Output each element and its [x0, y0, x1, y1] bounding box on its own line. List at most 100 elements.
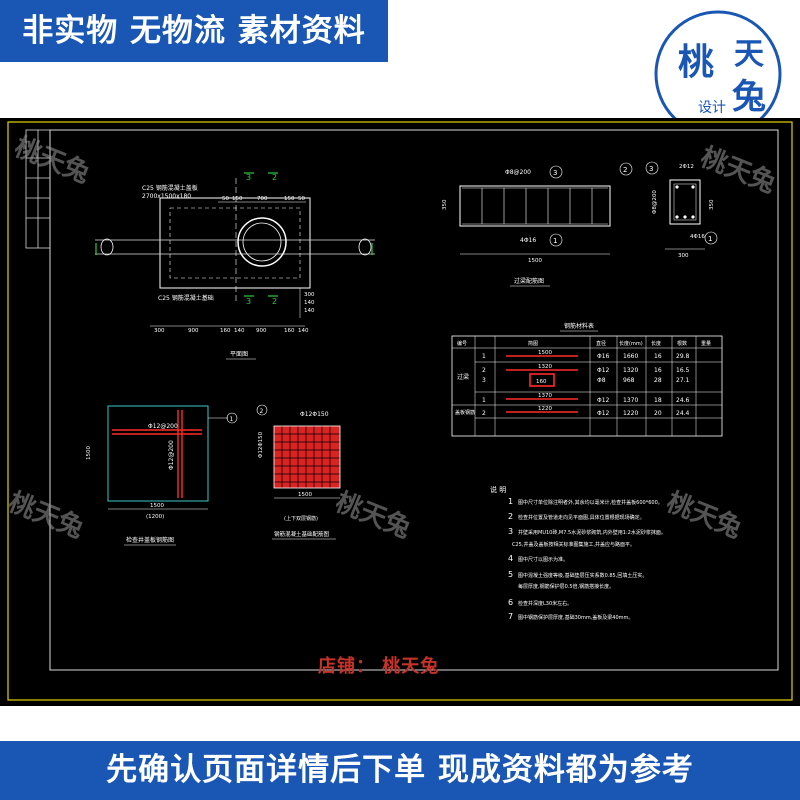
plan-bottom-dim-5: 900 [256, 328, 267, 334]
plan-bottom-dim-6: 160 [284, 328, 295, 334]
logo-tag: 设计 [698, 100, 726, 116]
rebar-th-count: 根数 [677, 340, 687, 347]
note-2-num: 2 [508, 512, 513, 521]
beam-cross-section: 2Φ12 Φ8@200 4Φ16 350 300 3 1 [645, 161, 718, 259]
rebar-r2-count: 16 [654, 367, 662, 374]
rebar-table-title: 钢筋材料表 [564, 322, 594, 330]
rebar-r5-no: 2 [482, 410, 486, 417]
beam-callout-2: 2 [623, 166, 627, 174]
note-7-text: 图中钢筋保护层厚度,基础30mm,盖板及梁40mm。 [518, 614, 633, 621]
rebar-r4-shape: 1370 [538, 393, 552, 399]
note-1-text: 图中尺寸单位除注明者外,其余均以毫米计,检查井盖板600*600。 [518, 499, 663, 506]
cad-drawing-canvas: C25 钢筋混凝土盖板 2700x1500x180 C25 钢筋混凝土基础 50… [0, 118, 800, 706]
logo-side-bottom-char: 兔 [732, 77, 766, 117]
rebar-r2-no: 2 [482, 367, 486, 374]
rebar-r4-count: 18 [654, 397, 662, 404]
section-bottom-spec: 4Φ16 [690, 234, 705, 240]
rebar-r5-weight: 24.4 [676, 410, 690, 417]
section-top-spec: 2Φ12 [679, 164, 694, 170]
rebar-r2-weight: 16.5 [676, 367, 690, 374]
note-4-text: 图中尺寸以图示为准。 [518, 556, 568, 563]
section-width: 300 [678, 253, 689, 259]
plan-label-top1: C25 钢筋混凝土盖板 [142, 184, 198, 192]
rebar-r2-shape: 1320 [538, 364, 552, 370]
rebar-r1-shape: 1500 [538, 350, 552, 356]
plan-view: C25 钢筋混凝土盖板 2700x1500x180 C25 钢筋混凝土基础 50… [95, 172, 375, 360]
rebar-r4-no: 1 [482, 397, 486, 404]
plan-side-dim-2: 140 [304, 300, 315, 306]
plan-section-mark-4: 2 [272, 297, 277, 306]
rebar-th-dia: 直径 [596, 340, 606, 347]
note-4-num: 4 [508, 554, 513, 563]
beam-length: 1500 [528, 258, 542, 264]
note-2-text: 检查井位置及管道走向见平面图,具体位置根据现场确定。 [518, 514, 645, 521]
mesh-spec: Φ12Φ150 [300, 411, 329, 418]
top-banner: 非实物 无物流 素材资料 [0, 0, 388, 62]
logo-side-top-char: 天 [734, 37, 764, 72]
rebar-r5-count: 20 [654, 410, 662, 417]
note-3-text: 井壁采用MU10砖,M7.5水泥砂浆砌筑,内外壁用1:2水泥砂浆抹面。 [518, 529, 666, 536]
mesh-bottom-dim: 1500 [298, 492, 312, 498]
rebar-r4-dia: Φ12 [597, 397, 610, 404]
base-mesh: Φ12Φ150 Φ12Φ150 2 1500 (上下双层钢筋) 钢筋混凝土基础配… [256, 404, 341, 540]
shop-label: 店铺： 桃天兔 [318, 656, 440, 677]
rebar-r1-len: 1660 [623, 353, 638, 360]
beam-callout-1: 1 [553, 237, 557, 245]
mesh-title: 钢筋混凝土基础配筋图 [274, 530, 330, 538]
note-6-num: 6 [508, 598, 513, 607]
beam-title: 过梁配筋图 [514, 277, 544, 285]
beam-top-spec: Φ8@200 [505, 169, 531, 176]
beam-callout-3: 3 [553, 169, 557, 177]
plan-label-top2: 2700x1500x180 [142, 193, 191, 200]
rebar-group-slab: 盖板钢筋 [455, 409, 475, 416]
slab-title: 检查井盖板钢筋图 [126, 536, 174, 544]
section-height: 350 [709, 199, 715, 210]
rebar-r3-dia: Φ8 [597, 377, 606, 384]
plan-side-dim-1: 300 [304, 292, 315, 298]
plan-top-dim-3: 700 [257, 196, 268, 202]
slab-spec2: Φ12@200 [168, 440, 175, 470]
slab-bottom-dim: 1500 [150, 503, 164, 509]
plan-section-mark-2: 2 [272, 173, 277, 182]
rebar-group-beam: 过梁 [457, 373, 469, 381]
plan-bottom-dim-2: 900 [188, 328, 199, 334]
rebar-r3-no: 3 [482, 377, 486, 384]
bottom-banner: 先确认页面详情后下单 现成资料都为参考 [0, 741, 800, 800]
rebar-r2-dia: Φ12 [597, 367, 610, 374]
note-5b-text: 每层厚度,钢筋保护层0.5倍,钢筋搭接长度。 [518, 583, 614, 590]
plan-section-mark-1: 3 [246, 173, 251, 182]
plan-label-bottom: C25 钢筋混凝土基础 [158, 294, 214, 302]
rebar-th-weight: 重量 [701, 340, 711, 347]
slab-callout: 1 [230, 416, 234, 423]
plan-section-mark-3: 3 [246, 297, 251, 306]
rebar-th-lenmm: 长度(mm) [619, 340, 643, 347]
note-3-num: 3 [508, 527, 513, 536]
mesh-side-spec: Φ12Φ150 [258, 431, 264, 458]
section-callout-3: 3 [649, 165, 653, 173]
slab-side-dim: 1500 [86, 446, 92, 460]
rebar-r5-dia: Φ12 [597, 410, 610, 417]
mesh-callout: 2 [260, 408, 264, 415]
rebar-r3-shape: 160 [536, 379, 547, 385]
rebar-r5-shape: 1220 [538, 406, 552, 412]
rebar-r1-count: 16 [654, 353, 662, 360]
plan-top-dim-4: 150 [284, 196, 295, 202]
rebar-r1-weight: 29.8 [676, 353, 690, 360]
logo-main-char: 桃 [678, 42, 714, 83]
notes-title: 说 明 [490, 485, 506, 494]
note-5-num: 5 [508, 570, 513, 579]
rebar-r5-len: 1220 [623, 410, 638, 417]
section-mid-spec: Φ8@200 [652, 190, 658, 214]
slab-bottom-dim2: (1200) [146, 514, 164, 520]
left-title-strip [25, 129, 51, 249]
rebar-r2-len: 1320 [623, 367, 638, 374]
plan-title: 平面图 [230, 351, 248, 358]
rebar-r3-count: 28 [654, 377, 662, 384]
note-5-text: 图中混凝土强度等级,基础垫层压实系数0.85,回填土压实。 [518, 572, 647, 579]
rebar-th-shape: 简图 [528, 340, 538, 347]
plan-bottom-dim-7: 140 [298, 328, 309, 334]
note-7-num: 7 [508, 612, 513, 621]
beam-height: 350 [442, 199, 448, 210]
slab-reinforcement: Φ12@200 Φ12@200 1 1500 1500 (1200) 检查井盖板… [86, 405, 238, 546]
section-callout-1: 1 [708, 235, 712, 243]
